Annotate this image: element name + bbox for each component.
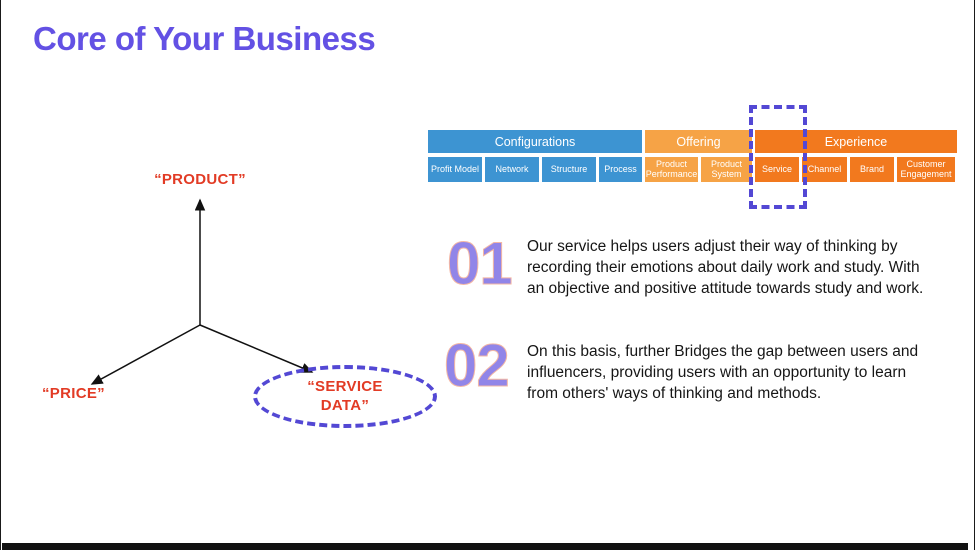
service-column-highlight-box	[749, 105, 807, 209]
point-2-number: 02	[444, 332, 511, 399]
table-cell-product-system: Product System	[701, 157, 752, 182]
price-axis-line	[90, 324, 201, 385]
point-1-text: Our service helps users adjust their way…	[527, 238, 924, 297]
point-2-text: On this basis, further Bridges the gap b…	[527, 343, 919, 402]
page-title: Core of Your Business	[33, 20, 376, 57]
table-group-offering: Offering Product Performance Product Sys…	[645, 130, 752, 182]
table-group-configurations: Configurations Profit Model Network Stru…	[428, 130, 642, 182]
product-axis-label: “PRODUCT”	[154, 171, 246, 188]
table-header-offering: Offering	[645, 130, 752, 153]
point-1-number: 01	[447, 230, 514, 297]
table-cell-network: Network	[485, 157, 539, 182]
table-cell-profit-model: Profit Model	[428, 157, 482, 182]
table-cell-process: Process	[599, 157, 642, 182]
table-cell-customer-engagement: Customer Engagement	[897, 157, 955, 182]
price-axis-label: “PRICE”	[42, 385, 105, 402]
table-row-offering: Product Performance Product System	[645, 157, 752, 182]
table-cell-structure: Structure	[542, 157, 596, 182]
table-group-experience: Experience Service Channel Brand Custome…	[755, 130, 957, 182]
service-axis-line	[199, 324, 314, 373]
table-row-experience: Service Channel Brand Customer Engagemen…	[755, 157, 957, 182]
slide-left-border	[0, 0, 1, 550]
table-cell-service: Service	[755, 157, 799, 182]
service-data-ellipse: “SERVICE DATA”	[253, 365, 437, 428]
table-cell-channel: Channel	[802, 157, 847, 182]
table-row-configurations: Profit Model Network Structure Process	[428, 157, 642, 182]
service-data-axis-label: “SERVICE DATA”	[307, 377, 383, 414]
table-header-configurations: Configurations	[428, 130, 642, 153]
business-model-table: Configurations Profit Model Network Stru…	[428, 130, 957, 182]
slide-right-border	[974, 0, 975, 550]
table-cell-brand: Brand	[850, 157, 894, 182]
slide-bottom-bar	[2, 543, 968, 550]
table-cell-product-performance: Product Performance	[645, 157, 698, 182]
